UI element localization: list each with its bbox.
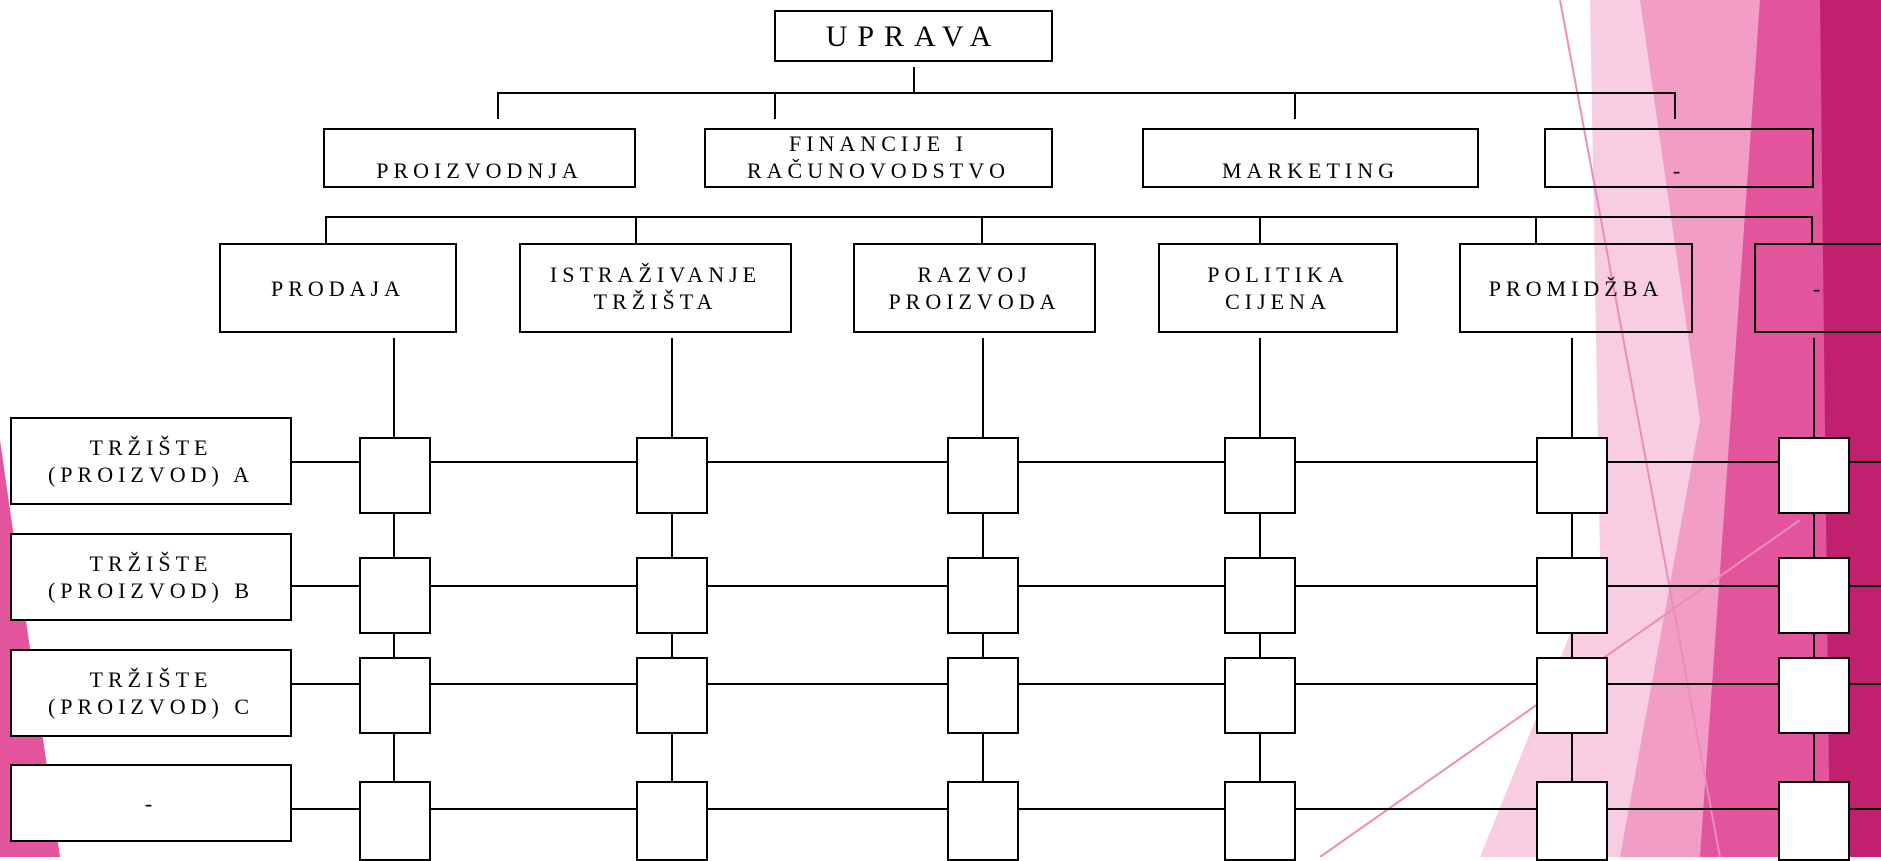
function-drop-blank: [1811, 216, 1813, 244]
function-box-blank: -: [1754, 243, 1881, 333]
function-drop-istrazivanje: [635, 216, 637, 244]
function-label-line-1: POLITIKA: [1207, 262, 1349, 287]
uprava-box: UPRAVA: [774, 10, 1053, 62]
top-stem: [913, 67, 915, 93]
row-line-trziste-c: [290, 683, 1881, 685]
function-label-line-2: TRŽIŠTA: [593, 289, 718, 314]
market-box-blank: -: [10, 764, 292, 842]
matrix-cell-a-politika: [1224, 437, 1296, 514]
department-label-line-1: FINANCIJE I: [788, 131, 969, 156]
function-drop-politika: [1259, 216, 1261, 244]
market-label-line-1: TRŽIŠTE: [89, 551, 213, 576]
matrix-cell-b-politika: [1224, 557, 1296, 634]
function-label-line-2: PROIZVODA: [888, 289, 1061, 314]
matrix-cell-blank-prodaja: [359, 781, 431, 861]
matrix-cell-c-blank: [1778, 657, 1850, 734]
function-box-promidzba: PROMIDŽBA: [1459, 243, 1693, 333]
department-bus: [497, 92, 1676, 94]
market-label-line-1: TRŽIŠTE: [89, 667, 213, 692]
matrix-cell-a-prodaja: [359, 437, 431, 514]
department-label: -: [1672, 158, 1686, 183]
matrix-cell-c-promidzba: [1536, 657, 1608, 734]
function-label: PRODAJA: [270, 275, 406, 301]
department-box-blank: -: [1544, 128, 1814, 188]
market-label-line-2: (PROIZVOD) A: [47, 462, 255, 487]
department-box-financije: FINANCIJE I RAČUNOVODSTVO: [704, 128, 1053, 188]
matrix-cell-a-promidzba: [1536, 437, 1608, 514]
function-label-line-1: ISTRAŽIVANJE: [549, 262, 762, 287]
market-box-b: TRŽIŠTE (PROIZVOD) B: [10, 533, 292, 621]
dept-drop-financije: [774, 92, 776, 119]
dept-drop-marketing: [1294, 92, 1296, 119]
department-label: PROIZVODNJA: [376, 158, 583, 183]
matrix-cell-blank-razvoj: [947, 781, 1019, 861]
matrix-cell-blank-promidzba: [1536, 781, 1608, 861]
pink-vertical-line: [1559, 0, 1721, 857]
function-drop-razvoj: [981, 216, 983, 244]
function-box-prodaja: PRODAJA: [219, 243, 457, 333]
function-label-line-1: RAZVOJ: [917, 262, 1032, 287]
matrix-cell-b-blank: [1778, 557, 1850, 634]
market-label-line-2: (PROIZVOD) C: [47, 694, 255, 719]
market-box-c: TRŽIŠTE (PROIZVOD) C: [10, 649, 292, 737]
matrix-cell-c-politika: [1224, 657, 1296, 734]
market-label-line-2: (PROIZVOD) B: [47, 578, 255, 603]
dept-drop-blank: [1674, 92, 1676, 119]
matrix-cell-b-promidzba: [1536, 557, 1608, 634]
function-label: -: [1812, 275, 1826, 301]
matrix-cell-blank-politika: [1224, 781, 1296, 861]
function-drop-promidzba: [1535, 216, 1537, 244]
row-line-trziste-b: [290, 585, 1881, 587]
matrix-cell-b-prodaja: [359, 557, 431, 634]
matrix-cell-blank-blank: [1778, 781, 1850, 861]
matrix-cell-c-istrazivanje: [636, 657, 708, 734]
matrix-cell-a-razvoj: [947, 437, 1019, 514]
function-box-politika: POLITIKA CIJENA: [1158, 243, 1398, 333]
function-label: PROMIDŽBA: [1488, 275, 1664, 301]
market-label-line-1: TRŽIŠTE: [89, 435, 213, 460]
matrix-cell-b-razvoj: [947, 557, 1019, 634]
row-line-blank: [290, 808, 1881, 810]
dept-drop-proizvodnja: [497, 92, 499, 119]
function-box-istrazivanje: ISTRAŽIVANJE TRŽIŠTA: [519, 243, 792, 333]
function-label-line-2: CIJENA: [1225, 289, 1331, 314]
function-bus: [325, 216, 1813, 218]
market-label: -: [144, 790, 158, 816]
matrix-cell-c-prodaja: [359, 657, 431, 734]
function-box-razvoj: RAZVOJ PROIZVODA: [853, 243, 1096, 333]
market-box-a: TRŽIŠTE (PROIZVOD) A: [10, 417, 292, 505]
matrix-cell-blank-istrazivanje: [636, 781, 708, 861]
row-line-trziste-a: [290, 461, 1881, 463]
matrix-cell-b-istrazivanje: [636, 557, 708, 634]
department-box-proizvodnja: PROIZVODNJA: [323, 128, 636, 188]
department-label-line-2: RAČUNOVODSTVO: [746, 158, 1010, 183]
matrix-cell-a-blank: [1778, 437, 1850, 514]
department-box-marketing: MARKETING: [1142, 128, 1479, 188]
right-dark-shape: [1820, 0, 1881, 857]
function-drop-prodaja: [325, 216, 327, 244]
matrix-cell-a-istrazivanje: [636, 437, 708, 514]
matrix-cell-c-razvoj: [947, 657, 1019, 734]
uprava-label: UPRAVA: [825, 19, 1002, 53]
department-label: MARKETING: [1222, 158, 1399, 183]
